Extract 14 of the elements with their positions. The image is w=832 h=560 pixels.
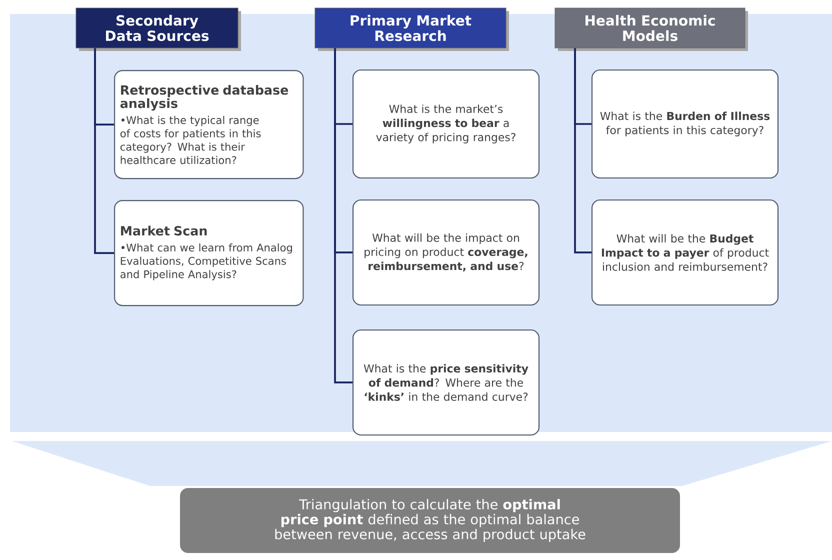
question-box: What will be the Budget Impact to a payer of product inclusion and reimbursement? xyxy=(591,199,779,306)
connector-line xyxy=(574,48,592,254)
connector-line xyxy=(334,48,352,384)
column-header: Primary Market Research xyxy=(314,8,506,48)
question-box: Retrospective database analysis •What is the typical range of costs for patients in this category? What is their healthcare utilization? xyxy=(114,70,304,180)
question-box: What is the market’s willingness to bear a variety of pricing ranges? xyxy=(352,69,540,179)
connector-line xyxy=(94,48,114,254)
question-box: Market Scan •What can we learn from Analog Evaluations, Competitive Scans and Pipeline Analysis? xyxy=(114,200,304,306)
column-header: Secondary Data Sources xyxy=(76,8,238,48)
result-box: Triangulation to calculate the optimal price point defined as the optimal balance between revenue, access and product uptake xyxy=(180,488,680,553)
question-box: What is the price sensitivity of demand? Where are the ‘kinks’ in the demand curve? xyxy=(352,329,540,436)
question-box: What is the Burden of Illness for patients in this category? xyxy=(591,69,779,179)
question-box: What will be the impact on pricing on product coverage, reimbursement, and use? xyxy=(352,199,540,306)
column-header: Health Economic Models xyxy=(554,8,746,48)
